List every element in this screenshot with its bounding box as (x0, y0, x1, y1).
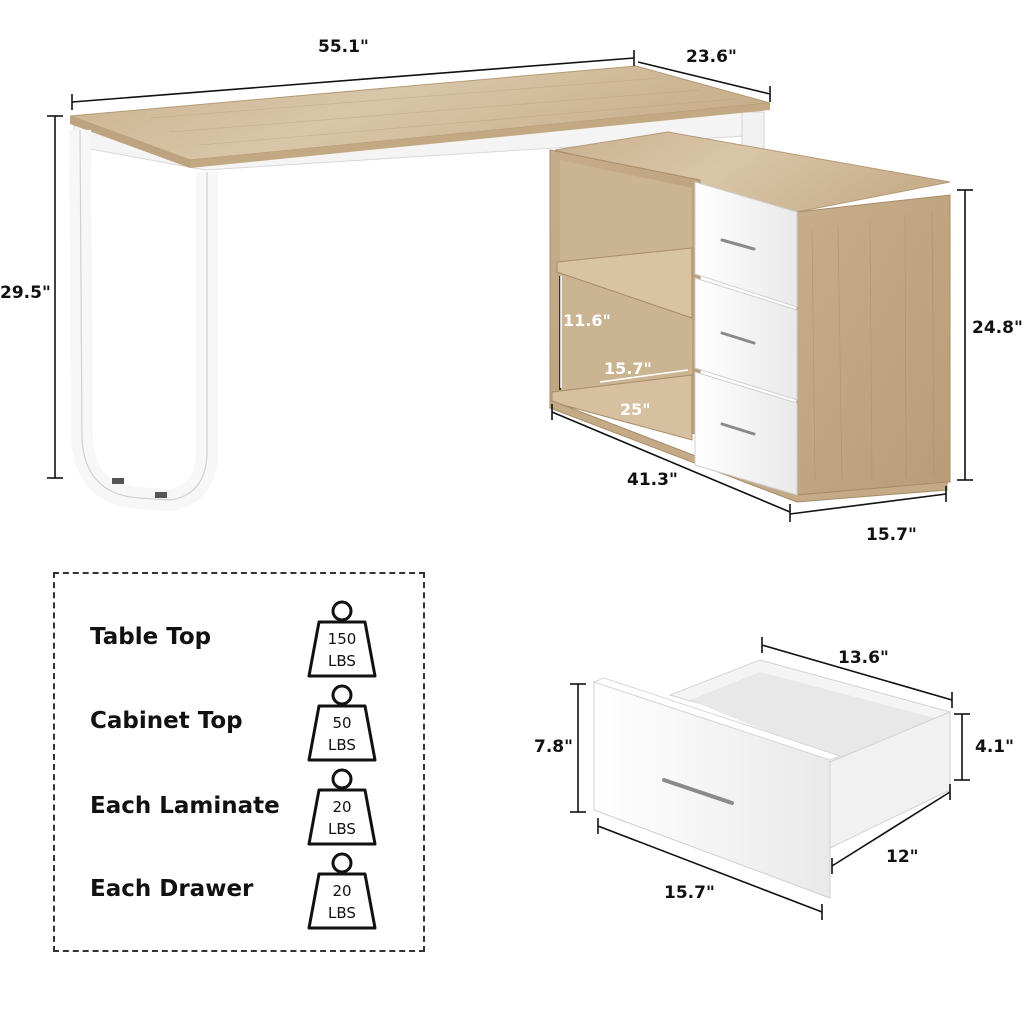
desk-top-edge (70, 116, 190, 168)
desk-foot-pad (155, 492, 167, 498)
load-label-each-drawer: Each Drawer (90, 876, 254, 902)
dim-drawer-front-height: 7.8" (534, 737, 573, 757)
drawer-dimension-lines (570, 637, 970, 920)
drawer-handle-top (720, 238, 756, 251)
cabinet-bottom-shelf (551, 374, 693, 441)
cabinet-side-panel (796, 194, 951, 496)
dim-drawer-width: 13.6" (838, 648, 889, 668)
dim-desk-width: 55.1" (318, 37, 369, 57)
dim-drawer-front-width: 15.7" (664, 883, 715, 903)
cabinet-middle-shelf (556, 247, 693, 319)
weight-unit: LBS (328, 904, 356, 922)
desk-foot-pad (112, 478, 124, 484)
weight-value: 20 (332, 798, 351, 816)
load-capacity-panel (53, 572, 425, 952)
weight-value: 20 (332, 882, 351, 900)
drawer-top (694, 181, 798, 308)
load-label-table-top: Table Top (90, 624, 212, 650)
drawer-handle (662, 778, 734, 805)
dim-cabinet-length: 41.3" (627, 470, 678, 490)
dim-shelf-width: 25" (620, 400, 651, 419)
dim-shelf-height: 11.6" (563, 311, 611, 330)
dim-cabinet-depth: 15.7" (866, 525, 917, 545)
weight-icon: 150 LBS (307, 600, 377, 678)
load-label-cabinet-top: Cabinet Top (90, 708, 243, 734)
weight-value: 50 (332, 714, 351, 732)
drawer-bottom (694, 371, 798, 496)
desk-top-front-edge (190, 103, 770, 168)
weight-value: 150 (328, 630, 357, 648)
weight-icon: 20 LBS (307, 768, 377, 846)
dim-desk-depth: 23.6" (686, 47, 737, 67)
weight-unit: LBS (328, 652, 356, 670)
load-label-each-laminate: Each Laminate (90, 793, 280, 819)
desk-illustration (69, 65, 951, 511)
dim-shelf-depth: 15.7" (604, 359, 652, 378)
drawer-illustration (592, 659, 952, 899)
drawer-handle-middle (720, 331, 756, 345)
desk-sled-leg-outline (79, 129, 208, 501)
weight-icon: 20 LBS (307, 852, 377, 930)
desk-sled-leg (69, 129, 218, 511)
dim-drawer-inner-height: 4.1" (975, 737, 1014, 757)
dim-cabinet-height: 24.8" (972, 318, 1023, 338)
weight-icon: 50 LBS (307, 684, 377, 762)
weight-unit: LBS (328, 820, 356, 838)
drawer-handle-bottom (720, 422, 756, 436)
dim-drawer-depth: 12" (886, 847, 919, 867)
drawer-box-inside (690, 672, 935, 760)
dim-desk-height: 29.5" (0, 283, 51, 303)
drawer-front-edge (592, 677, 842, 761)
desk-top-grain (149, 77, 736, 146)
desk-dimension-lines (47, 50, 973, 522)
wood-grain (811, 209, 935, 483)
weight-unit: LBS (328, 736, 356, 754)
